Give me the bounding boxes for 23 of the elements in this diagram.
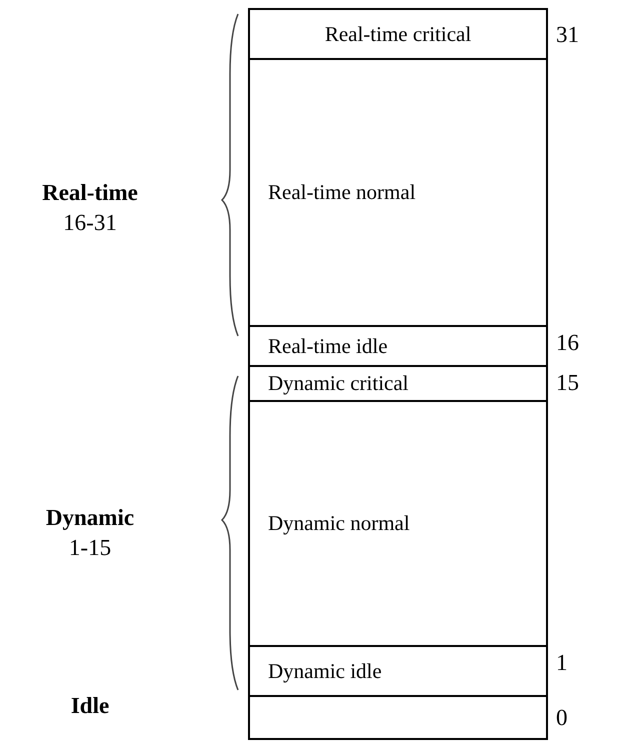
- priority-number: 16: [556, 330, 579, 356]
- level-name: Dynamic idle: [268, 658, 382, 684]
- empty-row: [248, 695, 548, 740]
- priority-number: 1: [556, 650, 568, 676]
- priority-level-row: [248, 8, 548, 60]
- priority-number: 0: [556, 705, 568, 731]
- priority-range: 1-15: [68, 535, 112, 561]
- group-title: Dynamic: [44, 505, 136, 531]
- priority-level-row: [248, 365, 548, 402]
- group-title: Real-time: [41, 180, 139, 206]
- level-name: Real-time normal: [268, 180, 416, 205]
- level-name: Real-time idle: [268, 334, 388, 358]
- priority-level-row: [248, 645, 548, 697]
- level-name: Dynamic critical: [268, 371, 409, 396]
- level-name: Dynamic normal: [268, 511, 410, 536]
- priority-level-row: [248, 325, 548, 367]
- priority-level-row: [248, 400, 548, 647]
- priority-number: 15: [556, 370, 579, 396]
- priority-range: 16-31: [62, 210, 118, 236]
- priority-number: 31: [556, 22, 579, 48]
- priority-level-row: [248, 58, 548, 327]
- level-name: Real-time critical: [324, 22, 472, 46]
- group-title: Idle: [70, 693, 110, 719]
